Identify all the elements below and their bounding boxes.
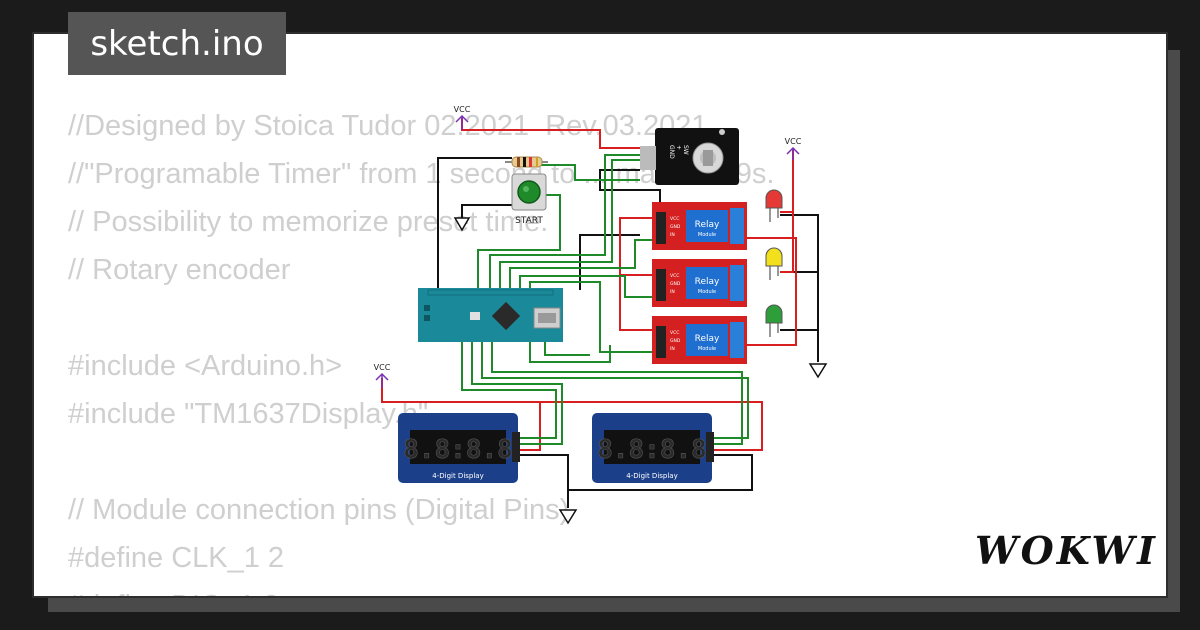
code-line: #include "TM1637Display.h" (68, 398, 429, 430)
vcc-symbol: VCC (785, 137, 802, 160)
wire-signal (509, 239, 655, 290)
wire-power (461, 118, 655, 149)
relay-module-3[interactable]: Relay Module VCC GND IN (652, 316, 747, 364)
svg-text:+: + (675, 145, 682, 150)
code-line: #define CLK_1 2 (68, 542, 285, 574)
wire-signal (544, 340, 590, 356)
wire-signal (491, 340, 743, 445)
wire-signal (481, 340, 749, 439)
wire-signal (519, 275, 655, 298)
ground-symbol (453, 217, 471, 232)
wires (381, 118, 819, 508)
svg-text:IN: IN (670, 289, 675, 295)
display-digits: 8.8:8.8 (597, 435, 707, 465)
nano-pin-row (427, 289, 554, 296)
wire-signal (529, 281, 655, 353)
code-line: // Module connection pins (Digital Pins) (68, 494, 570, 526)
wire-power (780, 212, 794, 273)
wire-ground (520, 454, 569, 508)
led-red[interactable] (765, 189, 783, 222)
svg-text:Relay: Relay (695, 277, 720, 287)
svg-text:GND: GND (670, 281, 681, 287)
wire-ground (599, 169, 661, 225)
wire-signal (499, 159, 640, 290)
svg-text:VCC: VCC (670, 330, 679, 336)
svg-text:Relay: Relay (695, 334, 720, 344)
wire-signal (477, 194, 561, 290)
svg-text:Relay: Relay (695, 220, 720, 230)
svg-text:Module: Module (698, 346, 716, 352)
wokwi-logo: WOKWI (975, 528, 1158, 573)
svg-text:SW: SW (682, 145, 689, 155)
svg-text:GND: GND (668, 145, 675, 159)
display-digits: 8.8:8.8 (403, 435, 513, 465)
wire-power (381, 378, 763, 451)
wire-signal (529, 340, 611, 363)
wire-signal (540, 164, 640, 181)
led-body (765, 304, 783, 324)
svg-text:Module: Module (698, 289, 716, 295)
wire-power (382, 401, 541, 451)
arduino-nano[interactable] (418, 288, 563, 342)
resistor[interactable] (505, 156, 548, 168)
code-line: // Rotary encoder (68, 254, 291, 286)
relay-module-1[interactable]: Relay Module VCC GND IN (652, 202, 747, 250)
wire-signal (471, 340, 563, 445)
code-line: //Designed by Stoica Tudor 02.2021 Rev.0… (68, 110, 708, 142)
display-caption: 4-Digit Display (432, 472, 483, 480)
svg-text:GND: GND (670, 224, 681, 230)
tm1637-display-1[interactable]: 8.8:8.8 4-Digit Display (398, 413, 520, 483)
svg-text:VCC: VCC (785, 137, 802, 146)
led-body (765, 247, 783, 267)
wire-signal (489, 154, 640, 290)
wire-power (746, 237, 797, 346)
ground-symbol (558, 509, 578, 525)
relay-module-2[interactable]: Relay Module VCC GND IN (652, 259, 747, 307)
encoder-pin-labels: GND + SW (668, 145, 689, 159)
project-title-tab[interactable]: sketch.ino (68, 12, 286, 75)
vcc-symbol: VCC (454, 105, 471, 130)
led-yellow[interactable] (765, 247, 783, 280)
wire-ground (437, 157, 512, 290)
wire-ground (568, 454, 753, 491)
svg-text:VCC: VCC (670, 273, 679, 279)
svg-text:IN: IN (670, 232, 675, 238)
code-line: #define DIO_1 3 (68, 582, 774, 596)
vcc-symbol: VCC (374, 363, 391, 388)
svg-text:Module: Module (698, 232, 716, 238)
wire-ground (461, 204, 512, 228)
svg-text:VCC: VCC (670, 216, 679, 222)
wire-signal (461, 340, 557, 439)
svg-text:VCC: VCC (454, 105, 471, 114)
led-green[interactable] (765, 304, 783, 337)
display-caption: 4-Digit Display (626, 472, 677, 480)
svg-text:VCC: VCC (374, 363, 391, 372)
svg-text:GND: GND (670, 338, 681, 344)
start-pushbutton[interactable]: START (511, 173, 547, 226)
svg-text:IN: IN (670, 346, 675, 352)
ground-symbol (808, 363, 828, 379)
button-label: START (515, 216, 543, 226)
rotary-encoder[interactable]: GND + SW (640, 128, 739, 185)
code-line: #include <Arduino.h> (68, 350, 343, 382)
tm1637-display-2[interactable]: 8.8:8.8 4-Digit Display (592, 413, 714, 483)
led-body (765, 189, 783, 209)
